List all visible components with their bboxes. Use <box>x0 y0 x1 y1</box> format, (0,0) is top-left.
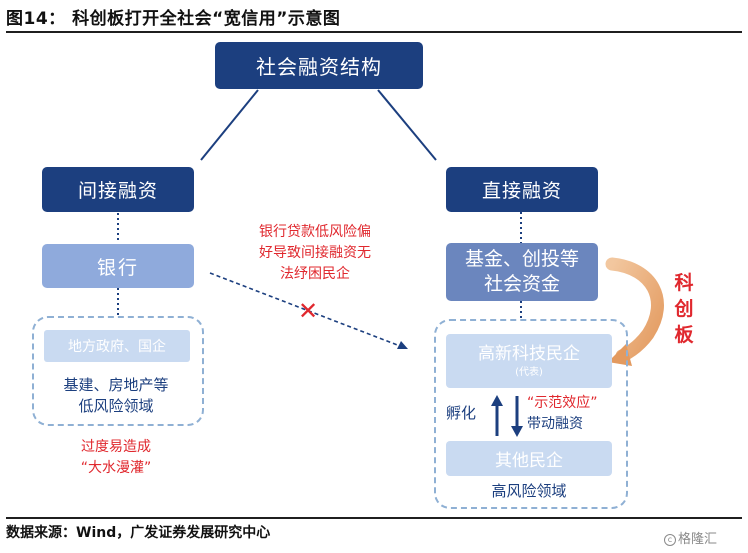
node-other-firms: 其他民企 <box>446 441 612 476</box>
high-risk-caption: 高风险领域 <box>491 482 567 500</box>
demo-effect-line2: 带动融资 <box>527 416 583 432</box>
node-indirect-financing-label: 间接融资 <box>77 180 158 202</box>
demo-effect-line1: “示范效应” <box>527 395 598 411</box>
node-hitech-firms-label: 高新科技民企 <box>478 343 580 364</box>
node-other-firms-label: 其他民企 <box>495 451 563 471</box>
node-indirect-financing: 间接融资 <box>42 167 194 212</box>
low-risk-caption-line1: 基建、房地产等 <box>63 376 169 394</box>
edge-top-direct <box>377 89 437 161</box>
node-hitech-firms: 高新科技民企 (代表) <box>446 334 612 388</box>
watermark-text: 格隆汇 <box>678 532 718 547</box>
flood-note: 过度易造成 “大水漫灌” <box>32 437 200 479</box>
star-market-arrow <box>605 257 664 363</box>
bottom-divider <box>6 517 742 519</box>
low-risk-caption-line2: 低风险领域 <box>78 397 154 415</box>
node-local-gov-label: 地方政府、国企 <box>68 339 166 355</box>
flood-note-line1: 过度易造成 <box>81 439 151 455</box>
demo-effect-note: “示范效应” 带动融资 <box>527 393 622 435</box>
star-market-label: 科 创 板 <box>670 270 698 348</box>
bank-lending-note-line3: 法纾困民企 <box>280 266 350 282</box>
arrowhead-bank-blocked <box>397 341 408 349</box>
node-direct-financing: 直接融资 <box>446 167 598 212</box>
node-bank: 银行 <box>42 244 194 288</box>
edge-top-indirect <box>200 89 259 161</box>
blocked-x-icon: ✕ <box>297 297 319 325</box>
region-low-risk <box>32 316 204 426</box>
flood-note-line2: “大水漫灌” <box>80 460 152 476</box>
incubate-label: 孵化 <box>446 404 477 422</box>
node-fund-capital-line2: 社会资金 <box>483 273 560 295</box>
bank-lending-note-line2: 好导致间接融资无 <box>259 245 371 261</box>
star-market-label-1: 科 <box>674 272 694 294</box>
edge-bank-blocked <box>209 272 401 347</box>
region-high-risk <box>434 319 628 509</box>
node-hitech-firms-sub: (代表) <box>515 366 543 378</box>
bank-lending-note-line1: 银行贷款低风险偏 <box>259 224 371 240</box>
node-fund-capital-line1: 基金、创投等 <box>464 248 579 270</box>
star-market-label-3: 板 <box>674 324 694 346</box>
node-fund-capital: 基金、创投等 社会资金 <box>446 243 598 301</box>
watermark-logo-icon: c <box>664 534 676 546</box>
figure-title: 图14： 科创板打开全社会“宽信用”示意图 <box>6 9 341 29</box>
node-direct-financing-label: 直接融资 <box>481 180 562 202</box>
node-social-financing-label: 社会融资结构 <box>256 55 382 79</box>
low-risk-caption: 基建、房地产等 低风险领域 <box>32 375 200 417</box>
source-note: 数据来源：Wind，广发证券发展研究中心 <box>6 525 271 541</box>
node-local-gov: 地方政府、国企 <box>44 330 190 362</box>
arrow-up-head <box>491 395 503 406</box>
top-divider <box>6 31 742 33</box>
node-bank-label: 银行 <box>96 256 139 279</box>
node-social-financing: 社会融资结构 <box>215 42 423 89</box>
arrow-down-head <box>511 426 523 437</box>
bank-lending-note: 银行贷款低风险偏 好导致间接融资无 法纾困民企 <box>230 222 400 285</box>
star-market-label-2: 创 <box>674 298 694 320</box>
